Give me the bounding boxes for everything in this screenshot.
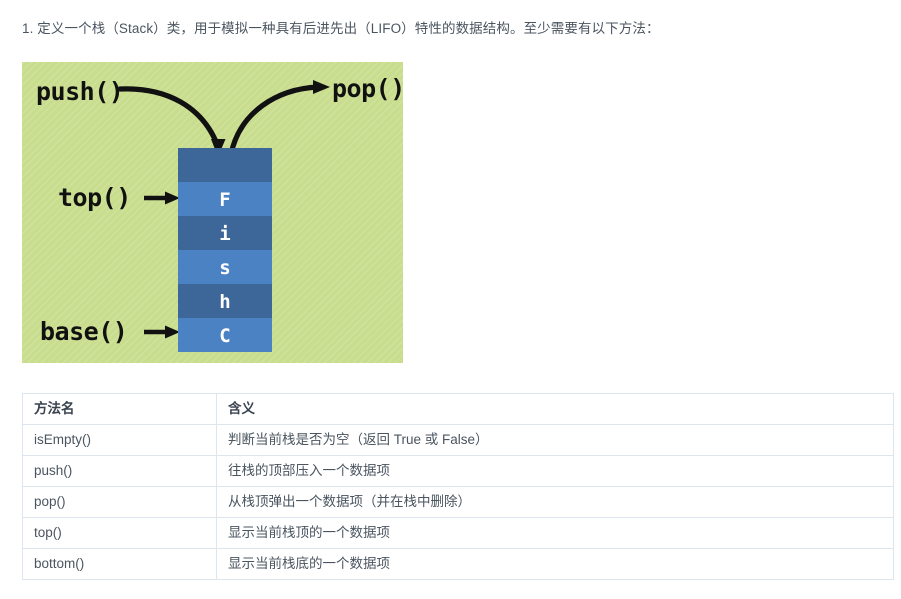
pop-arrow-icon bbox=[228, 80, 330, 157]
cell-method-top: top() bbox=[22, 517, 217, 549]
stack-cell-label-C: C bbox=[219, 325, 230, 347]
stack-cells: F i s h C bbox=[178, 148, 272, 352]
question-text: 1. 定义一个栈（Stack）类，用于模拟一种具有后进先出（LIFO）特性的数据… bbox=[22, 21, 660, 36]
cell-meaning-bottom: 显示当前栈底的一个数据项 bbox=[216, 548, 894, 580]
table-row: isEmpty() 判断当前栈是否为空（返回 True 或 False） bbox=[22, 424, 894, 456]
cell-meaning-pop: 从栈顶弹出一个数据项（并在栈中删除） bbox=[216, 486, 894, 518]
cell-meaning-isempty: 判断当前栈是否为空（返回 True 或 False） bbox=[216, 424, 894, 456]
cell-method-isempty: isEmpty() bbox=[22, 424, 217, 456]
stack-cell-label-h: h bbox=[219, 291, 230, 313]
table-row: pop() 从栈顶弹出一个数据项（并在栈中删除） bbox=[22, 486, 894, 518]
stack-cell-h bbox=[178, 284, 272, 318]
stack-cell-C bbox=[178, 318, 272, 352]
top-arrow-icon bbox=[144, 191, 180, 205]
cell-method-bottom: bottom() bbox=[22, 548, 217, 580]
stack-cell-label-i: i bbox=[219, 223, 230, 245]
column-header-meaning: 含义 bbox=[216, 393, 894, 425]
table-row: push() 往栈的顶部压入一个数据项 bbox=[22, 455, 894, 487]
stack-cell-empty bbox=[178, 148, 272, 182]
pop-label: pop() bbox=[332, 74, 403, 103]
stack-cell-label-F: F bbox=[219, 189, 230, 211]
stack-diagram-panel: push() pop() top() base() bbox=[22, 62, 403, 363]
column-header-method: 方法名 bbox=[22, 393, 217, 425]
cell-method-push: push() bbox=[22, 455, 217, 487]
cell-method-pop: pop() bbox=[22, 486, 217, 518]
base-arrow-icon bbox=[144, 325, 180, 339]
top-label: top() bbox=[58, 183, 131, 212]
push-label: push() bbox=[36, 77, 123, 106]
table-header-row: 方法名 含义 bbox=[22, 393, 894, 425]
push-arrow-icon bbox=[117, 86, 226, 157]
stack-cell-label-s: s bbox=[219, 257, 230, 279]
stack-cell-i bbox=[178, 216, 272, 250]
methods-table: 方法名 含义 isEmpty() 判断当前栈是否为空（返回 True 或 Fal… bbox=[22, 393, 894, 580]
cell-meaning-push: 往栈的顶部压入一个数据项 bbox=[216, 455, 894, 487]
stack-cell-s bbox=[178, 250, 272, 284]
table-row: bottom() 显示当前栈底的一个数据项 bbox=[22, 548, 894, 580]
cell-meaning-top: 显示当前栈顶的一个数据项 bbox=[216, 517, 894, 549]
table-row: top() 显示当前栈顶的一个数据项 bbox=[22, 517, 894, 549]
base-label: base() bbox=[40, 317, 127, 346]
stack-diagram-svg: push() pop() top() base() bbox=[36, 74, 403, 352]
stack-cell-F bbox=[178, 182, 272, 216]
